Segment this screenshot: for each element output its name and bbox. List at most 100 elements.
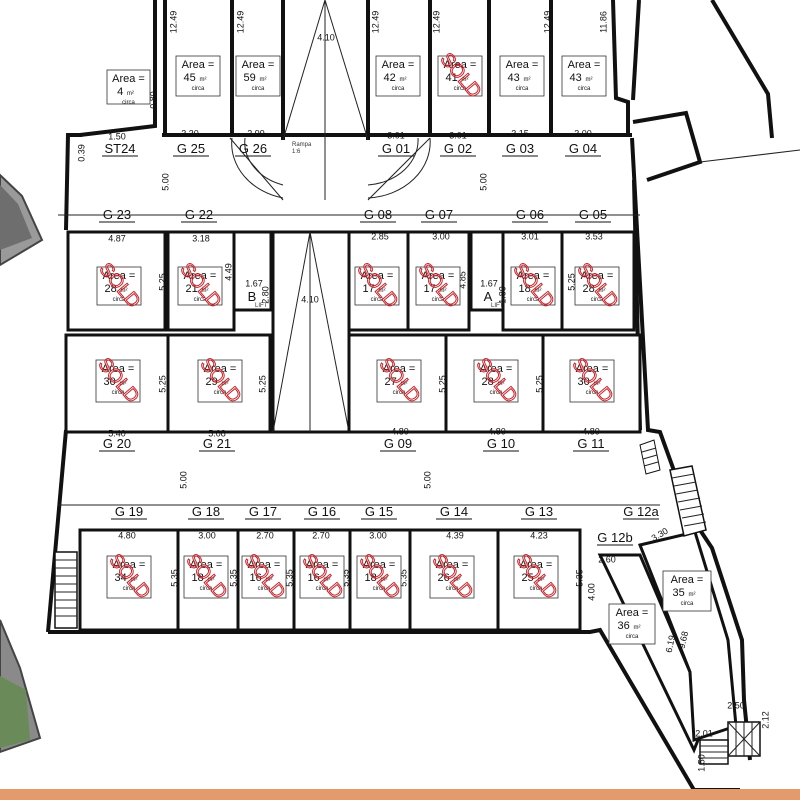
area-value: 28 m² (105, 283, 128, 295)
area-circa: circa (373, 586, 386, 592)
area-value: 25 m² (522, 572, 545, 584)
area-value: 45 m² (184, 72, 207, 84)
bay-label: G 15 (365, 504, 393, 519)
dimension-label: 4.87 (108, 233, 126, 243)
dimension-label: 5.00 (160, 173, 170, 191)
area-circa: circa (258, 586, 271, 592)
area-label: Area = (671, 574, 704, 586)
area-circa: circa (122, 100, 135, 106)
area-box-frame (429, 555, 475, 599)
area-label: Area = (113, 559, 146, 571)
dimension-label: 5.35 (340, 569, 350, 587)
area-label: Area = (182, 59, 215, 71)
area-value: 28 m² (482, 376, 505, 388)
dimension-label: 3.00 (432, 231, 450, 241)
dimension-label: 3.53 (585, 231, 603, 241)
area-box-frame (356, 555, 402, 599)
bay-label: G 20 (103, 436, 131, 451)
dimension-label: 5.25 (257, 375, 267, 393)
area-box-frame (473, 359, 519, 403)
area-value: 30 m² (578, 376, 601, 388)
bay-label: G 12b (597, 530, 632, 545)
area-circa: circa (586, 390, 599, 396)
area-label: Area = (568, 59, 601, 71)
area-label: Area = (361, 270, 394, 282)
footer-band (0, 789, 800, 800)
dimension-label: 4.10 (301, 294, 319, 304)
area-circa: circa (432, 297, 445, 303)
area-value: 34 m² (115, 572, 138, 584)
dimension-label: 2.85 (371, 231, 389, 241)
dimension-label: 3.01 (449, 130, 467, 140)
area-label: Area = (102, 363, 135, 375)
area-value: 30 m² (104, 376, 127, 388)
area-box-frame (95, 359, 141, 403)
dimension-label: 12.49 (542, 11, 552, 34)
dimension-label: 2.80 (260, 286, 270, 304)
storage-letter: A (484, 289, 493, 304)
area-value: 28 m² (583, 283, 606, 295)
area-circa: circa (490, 390, 503, 396)
area-value: 59 m² (244, 72, 267, 84)
area-label: Area = (363, 559, 396, 571)
dimension-label: 4.39 (446, 530, 464, 540)
area-label: Area = (242, 59, 275, 71)
dimension-label: 9.68 (677, 630, 690, 649)
bay-label: G 18 (192, 504, 220, 519)
area-value: 43 m² (570, 72, 593, 84)
area-value: 35 m² (673, 587, 696, 599)
dimension-label: 3.00 (574, 128, 592, 138)
bay-label: G 19 (115, 504, 143, 519)
dimension-label: 5.40 (108, 428, 126, 438)
dimension-label: 4.10 (317, 32, 335, 42)
bay-label: G 13 (525, 504, 553, 519)
area-label: Area = (520, 559, 553, 571)
bay-label: G 08 (364, 207, 392, 222)
dimension-label: 5.35 (574, 569, 584, 587)
area-circa: circa (516, 86, 529, 92)
dimension-label: 5.35 (169, 569, 179, 587)
area-box-frame (241, 555, 287, 599)
area-box-frame (175, 55, 221, 97)
dimension-label: 3.15 (511, 128, 529, 138)
area-box-frame (437, 55, 483, 97)
area-value: 16 m² (250, 572, 273, 584)
bay-label: G 26 (239, 141, 267, 156)
dimension-label: 5.25 (534, 375, 544, 393)
dimension-label: 3.00 (369, 530, 387, 540)
area-box-frame (561, 55, 607, 97)
bay-label: G 10 (487, 436, 515, 451)
dimension-label: 2.60 (598, 554, 616, 564)
dimension-label: 2.12 (760, 711, 770, 729)
dimension-label: 4.80 (391, 426, 409, 436)
area-circa: circa (113, 297, 126, 303)
area-box-frame (197, 359, 243, 403)
bay-label: G 21 (203, 436, 231, 451)
area-box-frame (376, 359, 422, 403)
area-value: 18 m² (519, 283, 542, 295)
area-box-frame (375, 55, 421, 97)
dimension-label: 2.70 (312, 530, 330, 540)
dimension-label: 12.49 (168, 11, 178, 34)
bay-label: G 06 (516, 207, 544, 222)
bay-label: G 01 (382, 141, 410, 156)
